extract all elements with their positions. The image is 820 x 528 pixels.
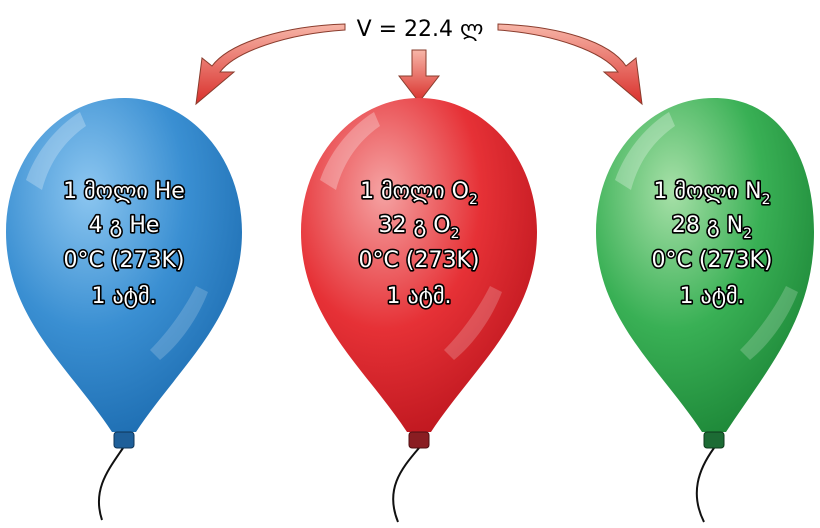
nitrogen-line2: 28 გ N2 xyxy=(672,213,752,242)
nitrogen-line1: 1 მოლი N2 xyxy=(654,179,771,208)
oxygen-line4: 1 ატმ. xyxy=(386,284,451,309)
nitrogen-balloon-knot xyxy=(703,431,725,449)
helium-line1: 1 მოლი He xyxy=(63,179,185,204)
oxygen-line1: 1 მოლი O2 xyxy=(360,179,478,208)
oxygen-line3: 0°C (273K) xyxy=(359,248,480,273)
right-arrow xyxy=(497,23,643,106)
left-arrow xyxy=(195,23,346,106)
middle-arrow xyxy=(397,49,441,103)
oxygen-string xyxy=(392,447,420,523)
helium-balloon: 1 მოლი He 4 გ He 0°C (273K) 1 ატმ. xyxy=(6,98,242,449)
helium-line3: 0°C (273K) xyxy=(64,248,185,273)
nitrogen-balloon: 1 მოლი N2 28 გ N2 0°C (273K) 1 ატმ. xyxy=(596,98,814,449)
helium-string xyxy=(97,447,124,521)
oxygen-line2: 32 გ O2 xyxy=(378,213,459,242)
nitrogen-line4: 1 ატმ. xyxy=(679,284,744,309)
helium-balloon-knot xyxy=(113,431,135,449)
oxygen-balloon: 1 მოლი O2 32 გ O2 0°C (273K) 1 ატმ. xyxy=(301,98,537,449)
oxygen-balloon-knot xyxy=(408,431,430,449)
volume-label: V = 22.4 ლ xyxy=(357,17,484,42)
arrows xyxy=(195,23,643,106)
helium-line2: 4 გ He xyxy=(89,213,160,238)
nitrogen-string xyxy=(695,447,715,523)
nitrogen-line3: 0°C (273K) xyxy=(652,248,773,273)
helium-line4: 1 ატმ. xyxy=(91,284,156,309)
